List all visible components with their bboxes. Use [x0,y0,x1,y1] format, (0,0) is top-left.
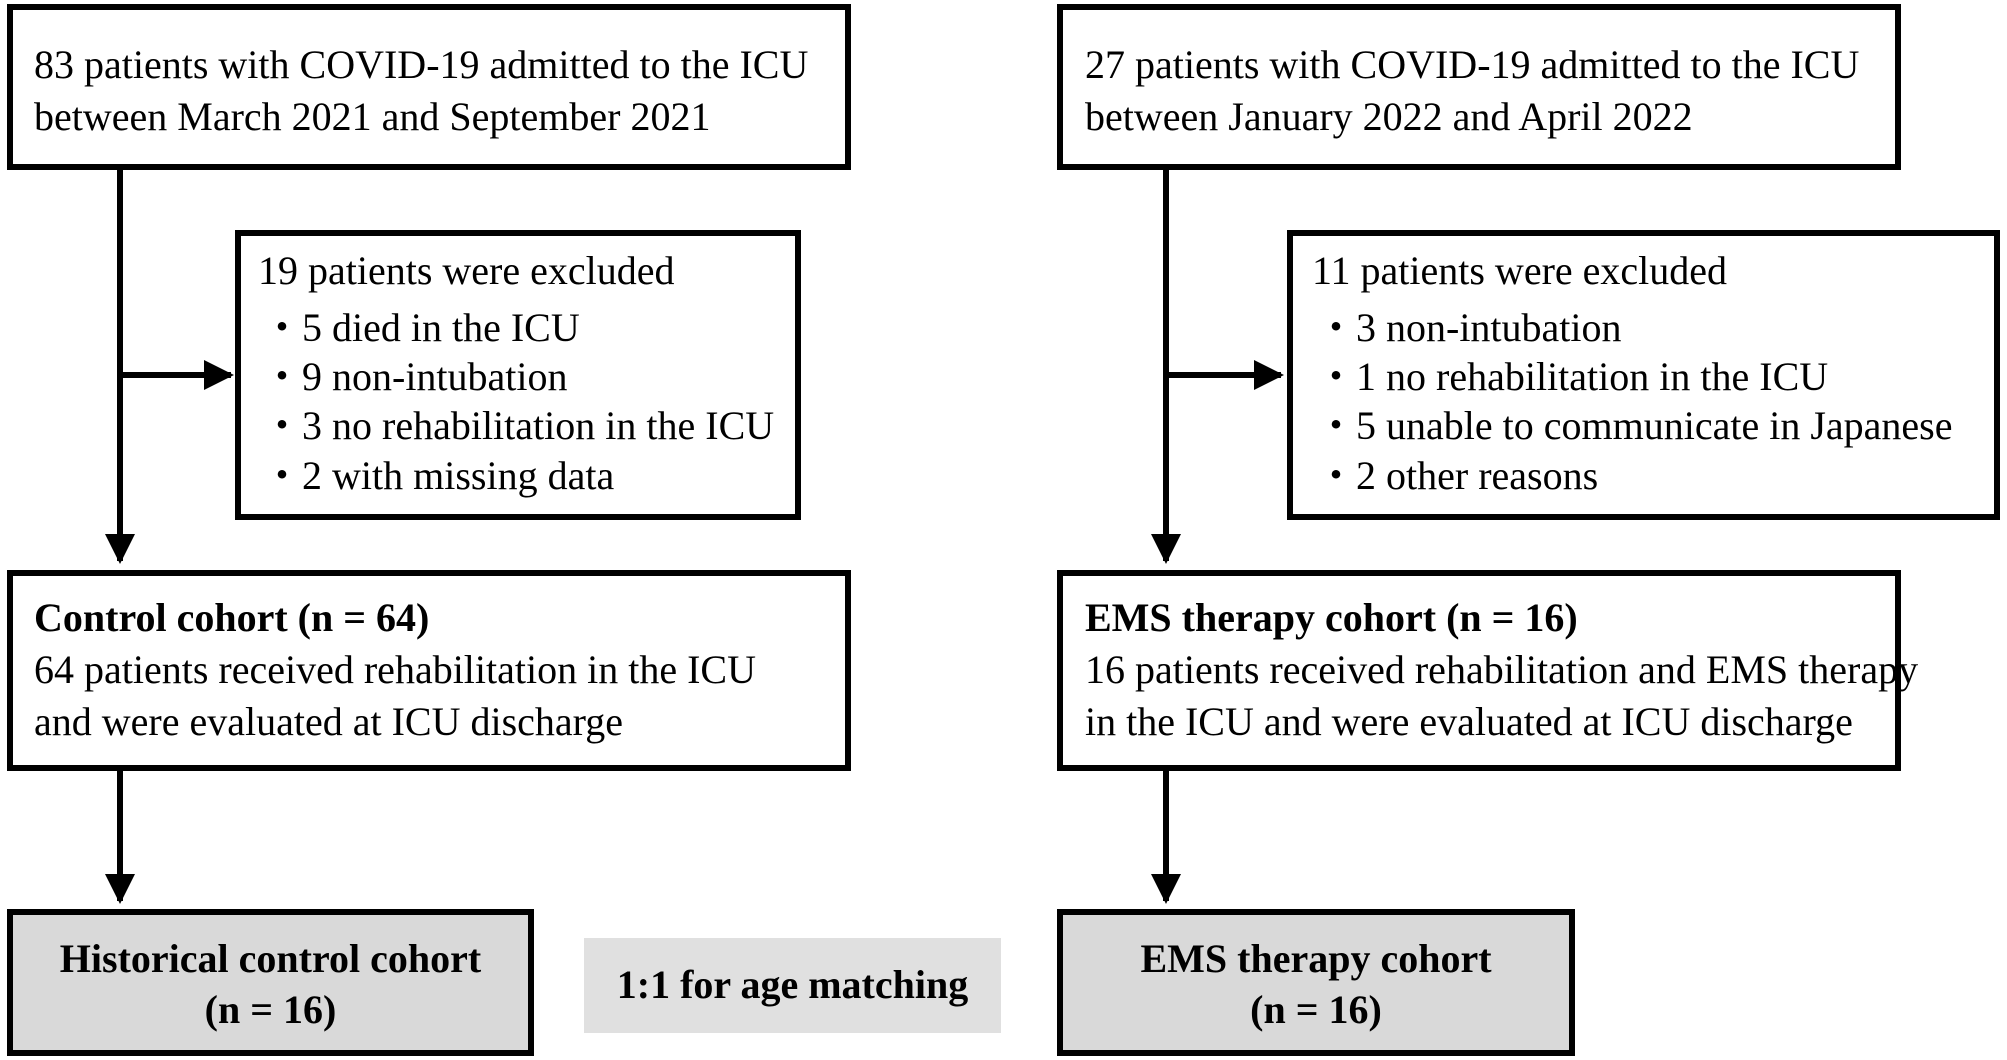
right-excluded-item: 1 no rehabilitation in the ICU [1316,352,1828,402]
right-excluded-item: 2 other reasons [1316,451,1598,501]
matching-label: 1:1 for age matching [616,962,969,1007]
left-cohort-title: Control cohort (n = 64) [34,595,430,640]
left-cohort-line1: 64 patients received rehabilitation in t… [34,647,756,692]
right-cohort-title: EMS therapy cohort (n = 16) [1085,595,1578,640]
right-final-line1: EMS therapy cohort [1140,936,1492,981]
right-admitted-line1: 27 patients with COVID-19 admitted to th… [1085,42,1860,87]
right-excluded-item: 3 non-intubation [1316,303,1622,353]
right-admitted-line2: between January 2022 and April 2022 [1085,94,1693,139]
left-cohort-box [7,570,851,771]
left-excluded-item: 5 died in the ICU [262,303,580,353]
right-admitted-box [1057,4,1901,170]
left-excluded-item: 9 non-intubation [262,352,568,402]
left-admitted-line2: between March 2021 and September 2021 [34,94,711,139]
right-cohort-line2: in the ICU and were evaluated at ICU dis… [1085,699,1853,744]
right-final-line2: (n = 16) [1250,987,1382,1032]
matching-box [584,938,1001,1033]
right-final-box [1057,909,1575,1056]
left-cohort-line2: and were evaluated at ICU discharge [34,699,624,744]
left-admitted-box [7,4,851,170]
right-cohort-box [1057,570,1901,771]
right-cohort-line1: 16 patients received rehabilitation and … [1085,647,1919,692]
left-excluded-item: 2 with missing data [262,451,614,501]
left-excluded-title: 19 patients were excluded [258,248,675,293]
left-excluded-item: 3 no rehabilitation in the ICU [262,401,774,451]
right-excluded-item: 5 unable to communicate in Japanese [1316,401,1952,451]
left-final-line2: (n = 16) [204,987,337,1032]
left-final-box [7,909,534,1056]
left-admitted-line1: 83 patients with COVID-19 admitted to th… [34,42,809,87]
left-final-line1: Historical control cohort [59,936,482,981]
right-excluded-title: 11 patients were excluded [1312,248,1728,293]
